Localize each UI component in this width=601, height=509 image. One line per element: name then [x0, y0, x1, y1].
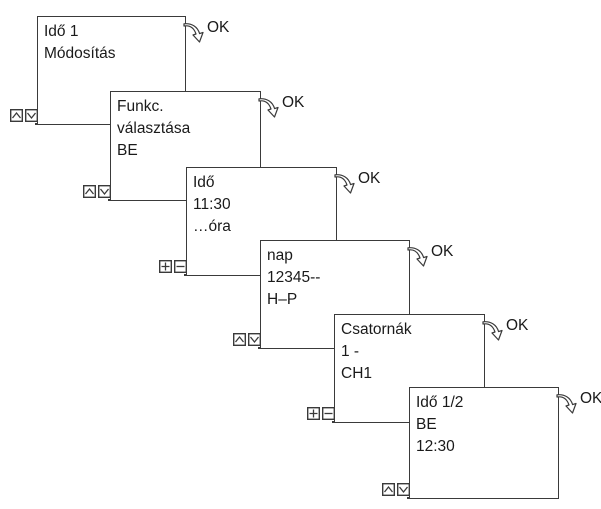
button-pair [381, 482, 411, 497]
button-lead-line [108, 199, 110, 201]
screen-line: …óra [193, 218, 231, 235]
screen-line: Módosítás [44, 45, 116, 62]
screen-line: 11:30 [193, 196, 231, 213]
ok-indicator[interactable]: OK [555, 390, 601, 416]
ok-arrow-icon [334, 174, 355, 194]
plus-button[interactable] [306, 406, 321, 421]
screen-line: Csatornák [341, 321, 412, 338]
screen-line: Idő [193, 174, 215, 191]
screen-line: 12345-- [267, 269, 321, 286]
ok-label: OK [358, 170, 381, 187]
ok-arrow-icon [183, 23, 204, 43]
screen-text: Idő 11:30 …óra [193, 172, 231, 238]
ok-arrow-icon [482, 321, 503, 341]
screen-text: nap 12345-- H–P [267, 245, 320, 311]
screen-line: Funkc. [117, 98, 164, 115]
ok-arrow-icon [258, 98, 279, 118]
up-button[interactable] [232, 332, 247, 347]
ok-indicator[interactable]: OK [406, 243, 466, 269]
up-button[interactable] [82, 184, 97, 199]
button-lead-line [35, 123, 37, 125]
screen-text: Idő 1 Módosítás [44, 21, 116, 65]
screen-line: 1 - [341, 343, 360, 360]
ok-indicator[interactable]: OK [182, 19, 242, 45]
button-lead-line [258, 347, 260, 349]
ok-label: OK [506, 317, 529, 334]
screen-line: CH1 [341, 365, 373, 382]
screen-line: BE [416, 416, 437, 433]
up-button[interactable] [9, 108, 24, 123]
screen-line: H–P [267, 291, 298, 308]
plus-button[interactable] [158, 259, 173, 274]
ok-indicator[interactable]: OK [481, 317, 541, 343]
button-lead-line [184, 274, 186, 276]
down-button[interactable] [97, 184, 112, 199]
ok-label: OK [207, 19, 230, 36]
button-pair [82, 184, 112, 199]
ok-arrow-icon [407, 247, 428, 267]
minus-button[interactable] [321, 406, 336, 421]
screen-line: nap [267, 247, 293, 264]
down-button[interactable] [396, 482, 411, 497]
screen-line: Idő 1 [44, 23, 79, 40]
ok-label: OK [431, 243, 454, 260]
screen-line: választása [117, 120, 191, 137]
ok-arrow-icon [556, 394, 577, 414]
down-button[interactable] [24, 108, 39, 123]
ok-label: OK [580, 390, 601, 407]
ok-label: OK [282, 94, 305, 111]
button-pair [306, 406, 336, 421]
screen-line: Idő 1/2 [416, 394, 464, 411]
up-button[interactable] [381, 482, 396, 497]
screen-line: 12:30 [416, 438, 455, 455]
ok-indicator[interactable]: OK [333, 170, 393, 196]
screen-text: Csatornák 1 - CH1 [341, 319, 412, 385]
button-pair [9, 108, 39, 123]
down-button[interactable] [247, 332, 262, 347]
button-lead-line [407, 497, 409, 499]
screen-line: BE [117, 142, 138, 159]
button-lead-line [332, 421, 334, 423]
ok-indicator[interactable]: OK [257, 94, 317, 120]
button-pair [158, 259, 188, 274]
button-pair [232, 332, 262, 347]
minus-button[interactable] [173, 259, 188, 274]
